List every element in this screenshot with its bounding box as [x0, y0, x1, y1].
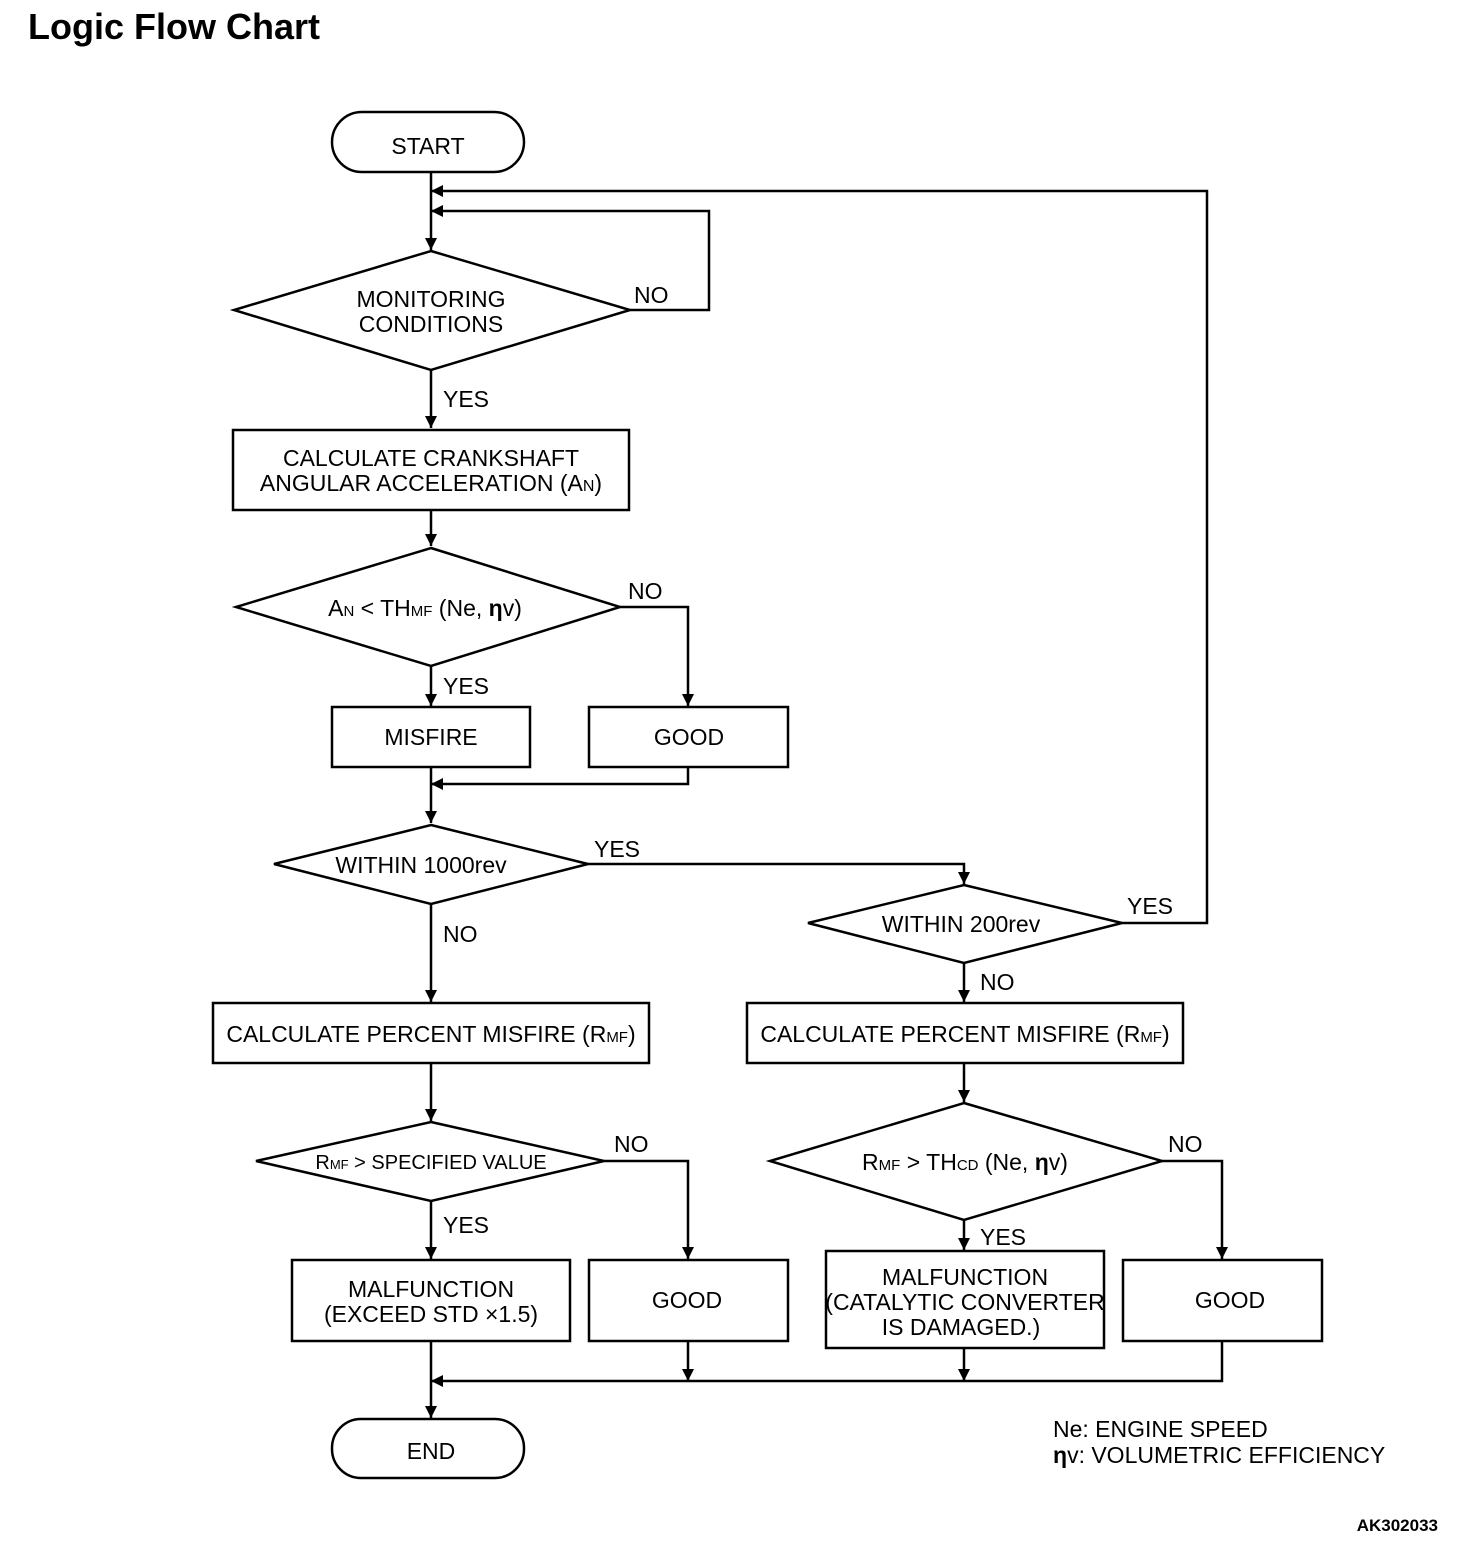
node-good-1: GOOD: [587, 705, 790, 769]
node-good-2: GOOD: [587, 1258, 790, 1343]
edge-within200-yes-loop: [431, 185, 1209, 925]
node-malfunction-exceed: MALFUNCTION (EXCEED STD ×1.5): [290, 1258, 572, 1343]
node-within-1000rev: WITHIN 1000rev: [273, 823, 589, 906]
node-calc-percent-left-label: CALCULATE PERCENT MISFIRE (RMF): [226, 1021, 635, 1047]
node-within-200rev: WITHIN 200rev: [807, 883, 1123, 965]
figure-code: AK302033: [1356, 1516, 1438, 1535]
node-start: START: [330, 110, 526, 174]
label-within200-no: NO: [980, 969, 1015, 995]
node-rmf-specified: RMF > SPECIFIED VALUE: [255, 1120, 605, 1203]
node-good-1-label: GOOD: [654, 724, 724, 750]
label-monitoring-no: NO: [634, 282, 669, 308]
node-calc-crankshaft-label-1: CALCULATE CRANKSHAFT: [283, 445, 579, 471]
node-misfire: MISFIRE: [330, 705, 532, 769]
node-compare-an: AN < THMF (Ne, ηv): [231, 546, 625, 668]
node-calc-crankshaft-label-2: ANGULAR ACCELERATION (AN): [260, 470, 602, 496]
node-monitoring-label-2: CONDITIONS: [359, 311, 503, 337]
label-monitoring-yes: YES: [443, 386, 489, 412]
edge-labels: NO YES NO YES YES NO YES NO NO YES NO YE…: [443, 282, 1203, 1250]
node-malfunction-catalytic: MALFUNCTION (CATALYTIC CONVERTER IS DAMA…: [824, 1249, 1106, 1350]
label-spec-yes: YES: [443, 1212, 489, 1238]
connectors: [425, 172, 1228, 1418]
node-within-1000rev-label: WITHIN 1000rev: [335, 852, 507, 878]
node-start-label: START: [391, 133, 464, 159]
node-rmf-thcd-label: RMF > THCD (Ne, ηv): [862, 1149, 1068, 1175]
label-within1000-yes: YES: [594, 836, 640, 862]
label-within1000-no: NO: [443, 921, 478, 947]
label-compare-no: NO: [628, 578, 663, 604]
label-thcd-yes: YES: [980, 1224, 1026, 1250]
page-title: Logic Flow Chart: [28, 6, 320, 47]
node-malfunction-catalytic-label-3: IS DAMAGED.): [882, 1314, 1040, 1340]
node-good-2-label: GOOD: [652, 1287, 722, 1313]
node-rmf-thcd: RMF > THCD (Ne, ηv): [765, 1101, 1167, 1222]
node-good-3-label: GOOD: [1195, 1287, 1265, 1313]
label-within200-yes: YES: [1127, 893, 1173, 919]
edge-compare-good: [620, 605, 694, 706]
label-spec-no: NO: [614, 1131, 649, 1157]
node-calc-percent-right-label: CALCULATE PERCENT MISFIRE (RMF): [760, 1021, 1169, 1047]
node-monitoring-label-1: MONITORING: [356, 286, 505, 312]
label-compare-yes: YES: [443, 673, 489, 699]
node-calc-crankshaft: CALCULATE CRANKSHAFT ANGULAR ACCELERATIO…: [231, 428, 631, 512]
node-rmf-specified-label: RMF > SPECIFIED VALUE: [315, 1152, 546, 1174]
node-compare-an-label: AN < THMF (Ne, ηv): [328, 595, 522, 621]
legend-volumetric-efficiency: ηv: VOLUMETRIC EFFICIENCY: [1053, 1442, 1385, 1468]
edge-within1000-yes: [588, 862, 970, 884]
node-malfunction-exceed-label-1: MALFUNCTION: [348, 1276, 514, 1302]
node-calc-percent-right: CALCULATE PERCENT MISFIRE (RMF): [745, 1001, 1185, 1065]
node-end-label: END: [407, 1438, 456, 1464]
legend: Ne: ENGINE SPEED ηv: VOLUMETRIC EFFICIEN…: [1053, 1416, 1385, 1468]
node-malfunction-exceed-label-2: (EXCEED STD ×1.5): [324, 1301, 538, 1327]
edge-spec-no: [604, 1159, 694, 1259]
edge-monitoring-no-loop: [431, 205, 711, 312]
edge-good-merge: [431, 767, 690, 790]
node-within-200rev-label: WITHIN 200rev: [882, 911, 1041, 937]
edge-thcd-no: [1162, 1159, 1228, 1259]
legend-engine-speed: Ne: ENGINE SPEED: [1053, 1416, 1268, 1442]
node-calc-percent-left: CALCULATE PERCENT MISFIRE (RMF): [211, 1001, 651, 1065]
node-misfire-label: MISFIRE: [384, 724, 477, 750]
edge-merge-bottom: [431, 1341, 1224, 1387]
node-end: END: [330, 1417, 526, 1480]
node-malfunction-catalytic-label-1: MALFUNCTION: [882, 1264, 1048, 1290]
label-thcd-no: NO: [1168, 1131, 1203, 1157]
node-monitoring-conditions: MONITORING CONDITIONS: [229, 249, 635, 372]
node-malfunction-catalytic-label-2: (CATALYTIC CONVERTER: [825, 1289, 1104, 1315]
node-good-3: GOOD: [1121, 1258, 1324, 1343]
